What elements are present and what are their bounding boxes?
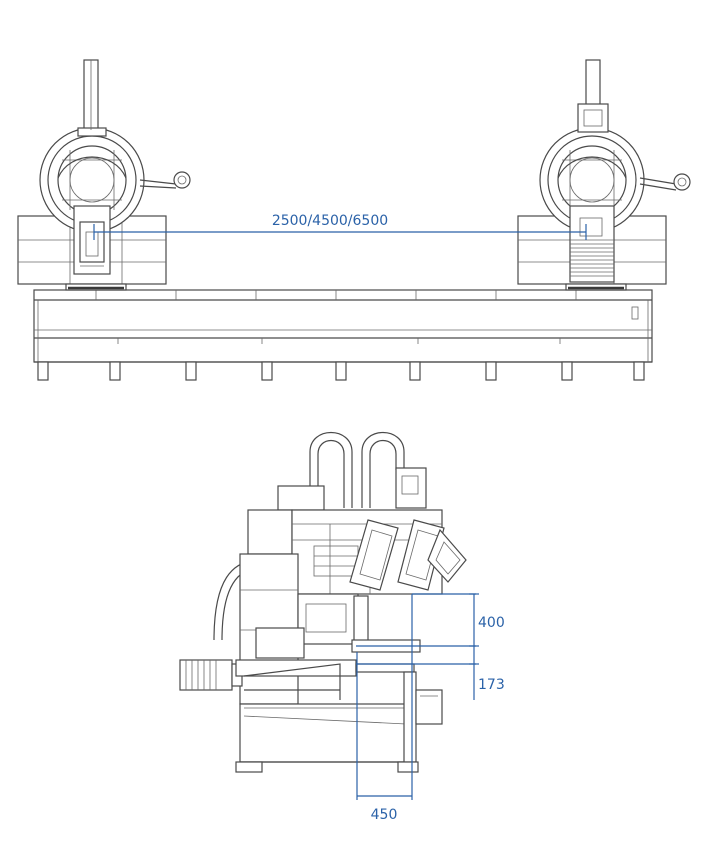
top-view: 2500/4500/6500	[17, 59, 691, 381]
side-body	[179, 553, 369, 705]
height-dimension-400-label: 400	[478, 615, 505, 631]
width-dimension-450-label: 450	[371, 807, 398, 823]
side-view: 400 173 450	[179, 431, 505, 823]
base-frame	[235, 671, 443, 773]
side-dimensions: 400 173 450	[356, 593, 505, 823]
cable-hoses	[309, 431, 427, 509]
length-dimension: 2500/4500/6500	[93, 213, 587, 240]
machine-bed	[33, 289, 653, 381]
left-saw-head	[17, 59, 191, 291]
height-dimension-173-label: 173	[478, 677, 505, 693]
work-table	[235, 639, 421, 700]
angled-saw-blades	[349, 519, 467, 591]
right-saw-head	[517, 59, 691, 291]
length-dimension-label: 2500/4500/6500	[272, 213, 388, 229]
